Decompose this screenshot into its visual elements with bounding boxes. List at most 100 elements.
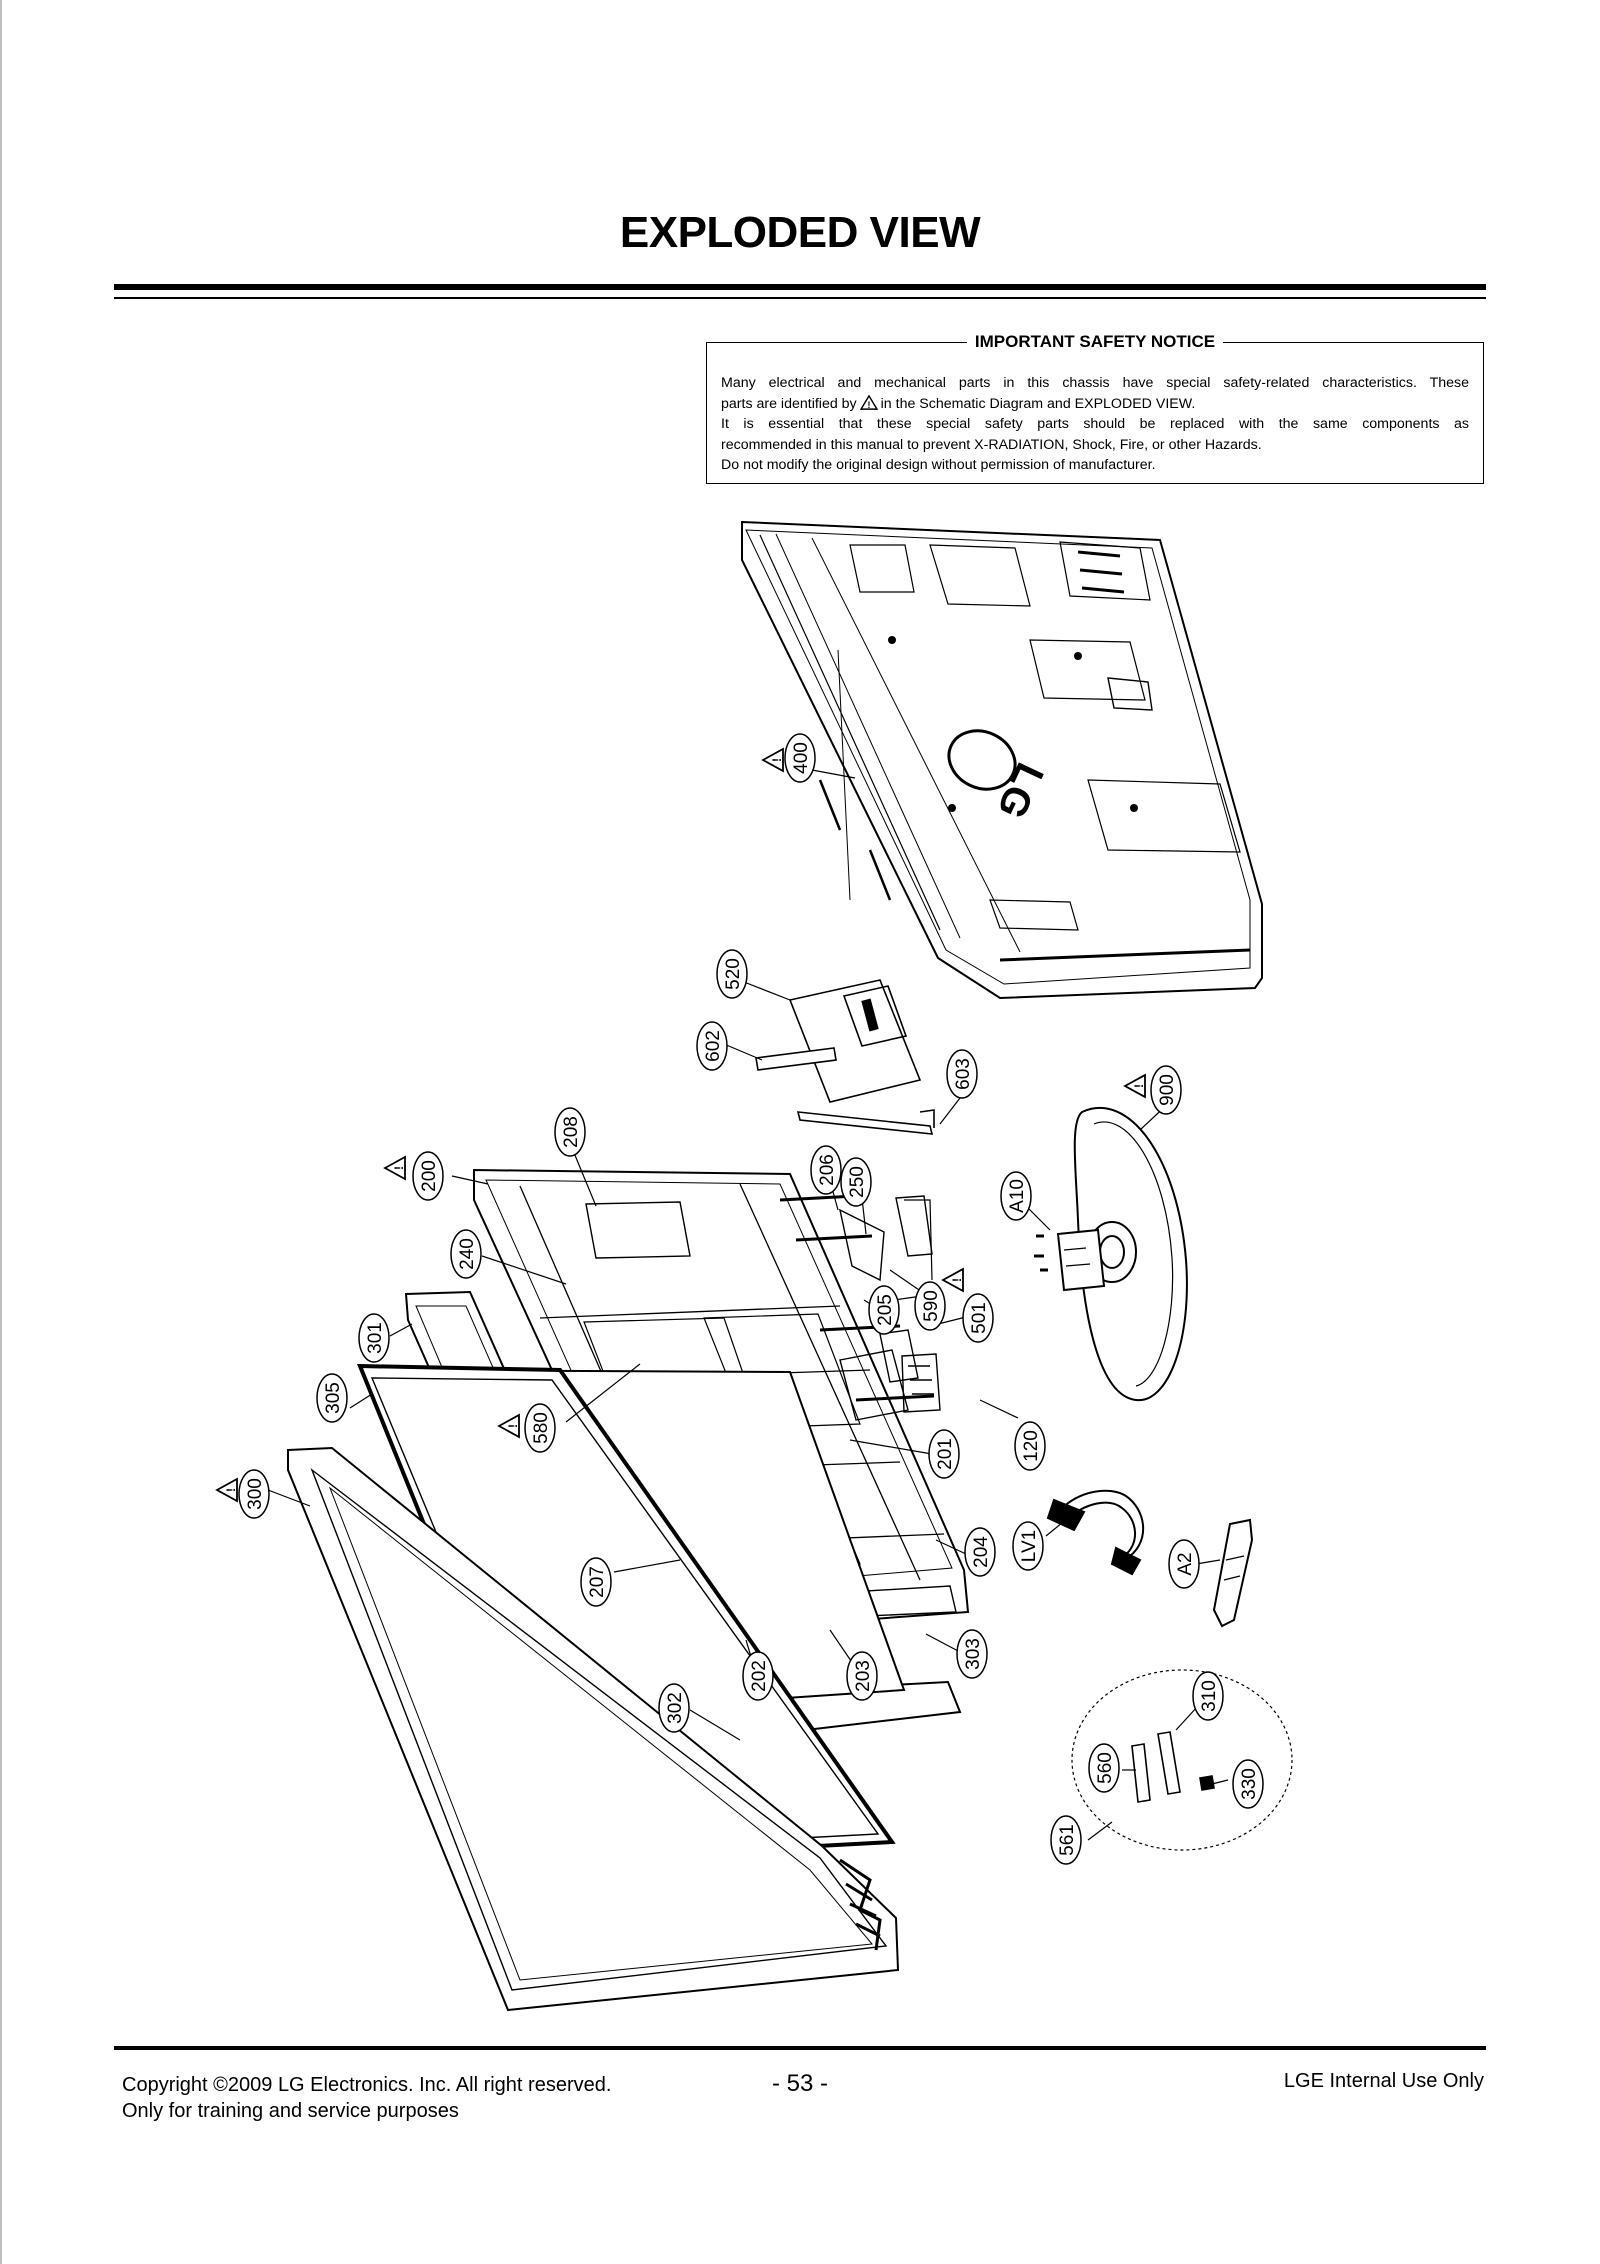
svg-text:400: 400 [791, 742, 812, 774]
callout-520: 520 [716, 949, 748, 999]
callout-120: 120 [1014, 1421, 1046, 1471]
callout-590: 590 [914, 1281, 946, 1331]
stand [1034, 1106, 1188, 1402]
safety-notice-box: IMPORTANT SAFETY NOTICE Many electrical … [706, 332, 1484, 484]
detail-circle [1071, 1669, 1293, 1851]
callout-561: 561 [1050, 1815, 1082, 1865]
callout-a2: A2 [1168, 1539, 1200, 1589]
svg-text:310: 310 [1199, 1680, 1220, 1712]
svg-text:!: ! [867, 399, 870, 409]
notice-line-2: parts are identified by! in the Schematic… [721, 394, 1469, 415]
svg-text:202: 202 [749, 1660, 770, 1692]
warning-triangle-icon [942, 1268, 965, 1292]
callout-201: 201 [928, 1429, 960, 1479]
svg-text:208: 208 [561, 1116, 582, 1148]
callout-300: 300 [238, 1469, 270, 1519]
callout-560: 560 [1088, 1743, 1120, 1793]
svg-text:301: 301 [365, 1322, 386, 1354]
svg-text:300: 300 [245, 1478, 266, 1510]
warning-triangle-icon [1124, 1074, 1147, 1098]
callout-207: 207 [580, 1557, 612, 1607]
svg-text:501: 501 [969, 1302, 990, 1334]
front-bezel [287, 1446, 900, 2012]
svg-text:590: 590 [921, 1290, 942, 1322]
svg-text:200: 200 [419, 1160, 440, 1192]
svg-text:603: 603 [953, 1058, 974, 1090]
callout-lv1: LV1 [1012, 1521, 1044, 1571]
svg-text:A2: A2 [1175, 1552, 1196, 1575]
safety-notice-title: IMPORTANT SAFETY NOTICE [966, 332, 1224, 351]
callout-400: 400 [784, 733, 816, 783]
svg-text:120: 120 [1021, 1430, 1042, 1462]
svg-text:204: 204 [971, 1536, 992, 1568]
warning-triangle-icon [216, 1478, 239, 1502]
lvds-cable [1046, 1489, 1145, 1576]
callout-310: 310 [1192, 1671, 1224, 1721]
callout-602: 602 [696, 1021, 728, 1071]
safety-notice-title-wrap: IMPORTANT SAFETY NOTICE [707, 332, 1483, 352]
svg-text:330: 330 [1239, 1768, 1260, 1800]
callout-580: 580 [524, 1403, 556, 1453]
callout-a10: A10 [1000, 1171, 1032, 1221]
svg-text:206: 206 [817, 1154, 838, 1186]
callout-200: 200 [412, 1151, 444, 1201]
footer-purpose: Only for training and service purposes [122, 2100, 459, 2122]
main-board [755, 979, 935, 1135]
callout-900: 900 [1150, 1065, 1182, 1115]
svg-text:561: 561 [1057, 1824, 1078, 1856]
warning-triangle-icon [384, 1156, 407, 1180]
page-edge [0, 0, 2, 2264]
notice-line-4: recommended in this manual to prevent X-… [721, 436, 1262, 453]
page-number: - 53 - [771, 2070, 828, 2097]
page-title: EXPLODED VIEW [619, 208, 981, 257]
title-rule-thin [114, 297, 1486, 299]
callout-305: 305 [316, 1373, 348, 1423]
callout-603: 603 [946, 1049, 978, 1099]
svg-text:LV1: LV1 [1019, 1530, 1040, 1562]
footer-left: Copyright ©2009 LG Electronics. Inc. All… [122, 2072, 611, 2124]
callout-330: 330 [1232, 1759, 1264, 1809]
footer-copyright: Copyright ©2009 LG Electronics. Inc. All… [122, 2074, 612, 2096]
svg-text:602: 602 [703, 1030, 724, 1062]
svg-text:207: 207 [587, 1566, 608, 1598]
notice-line-1: Many electrical and mechanical parts in … [721, 375, 1469, 391]
back-cover [741, 520, 1263, 1000]
callout-240: 240 [450, 1229, 482, 1279]
callout-208: 208 [554, 1107, 586, 1157]
callout-301: 301 [358, 1313, 390, 1363]
title-rule-thick [114, 284, 1486, 290]
callout-501: 501 [962, 1293, 994, 1343]
notice-line-5: Do not modify the original design withou… [721, 457, 1156, 473]
svg-text:201: 201 [935, 1438, 956, 1470]
svg-text:302: 302 [665, 1692, 686, 1724]
safety-notice-body: Many electrical and mechanical parts in … [721, 373, 1469, 476]
callout-202: 202 [742, 1651, 774, 1701]
svg-text:205: 205 [875, 1294, 896, 1326]
part-callouts: 400 520 602 603 900 A10 208 206 [238, 733, 1264, 1865]
svg-text:900: 900 [1157, 1074, 1178, 1106]
callout-302: 302 [658, 1683, 690, 1733]
footer-internal: LGE Internal Use Only [1283, 2070, 1484, 2092]
svg-text:580: 580 [531, 1412, 552, 1444]
callout-303: 303 [956, 1629, 988, 1679]
notice-line-2b: in the Schematic Diagram and EXPLODED VI… [880, 395, 1196, 412]
callout-203: 203 [846, 1651, 878, 1701]
warning-triangle-icon [762, 748, 785, 772]
callout-250: 250 [840, 1157, 872, 1207]
callout-204: 204 [964, 1527, 996, 1577]
warning-triangle-icon: ! [859, 394, 878, 410]
svg-text:303: 303 [963, 1638, 984, 1670]
callout-206: 206 [810, 1145, 842, 1195]
callout-205: 205 [868, 1285, 900, 1335]
notice-line-3: It is essential that these special safet… [721, 416, 1469, 432]
svg-text:203: 203 [853, 1660, 874, 1692]
svg-text:240: 240 [457, 1238, 478, 1270]
remote-control [1212, 1518, 1254, 1628]
svg-text:A10: A10 [1007, 1179, 1028, 1213]
svg-text:560: 560 [1095, 1752, 1116, 1784]
notice-line-2a: parts are identified by [721, 395, 857, 412]
svg-text:520: 520 [723, 958, 744, 990]
footer-rule [114, 2046, 1486, 2050]
svg-text:305: 305 [323, 1382, 344, 1414]
